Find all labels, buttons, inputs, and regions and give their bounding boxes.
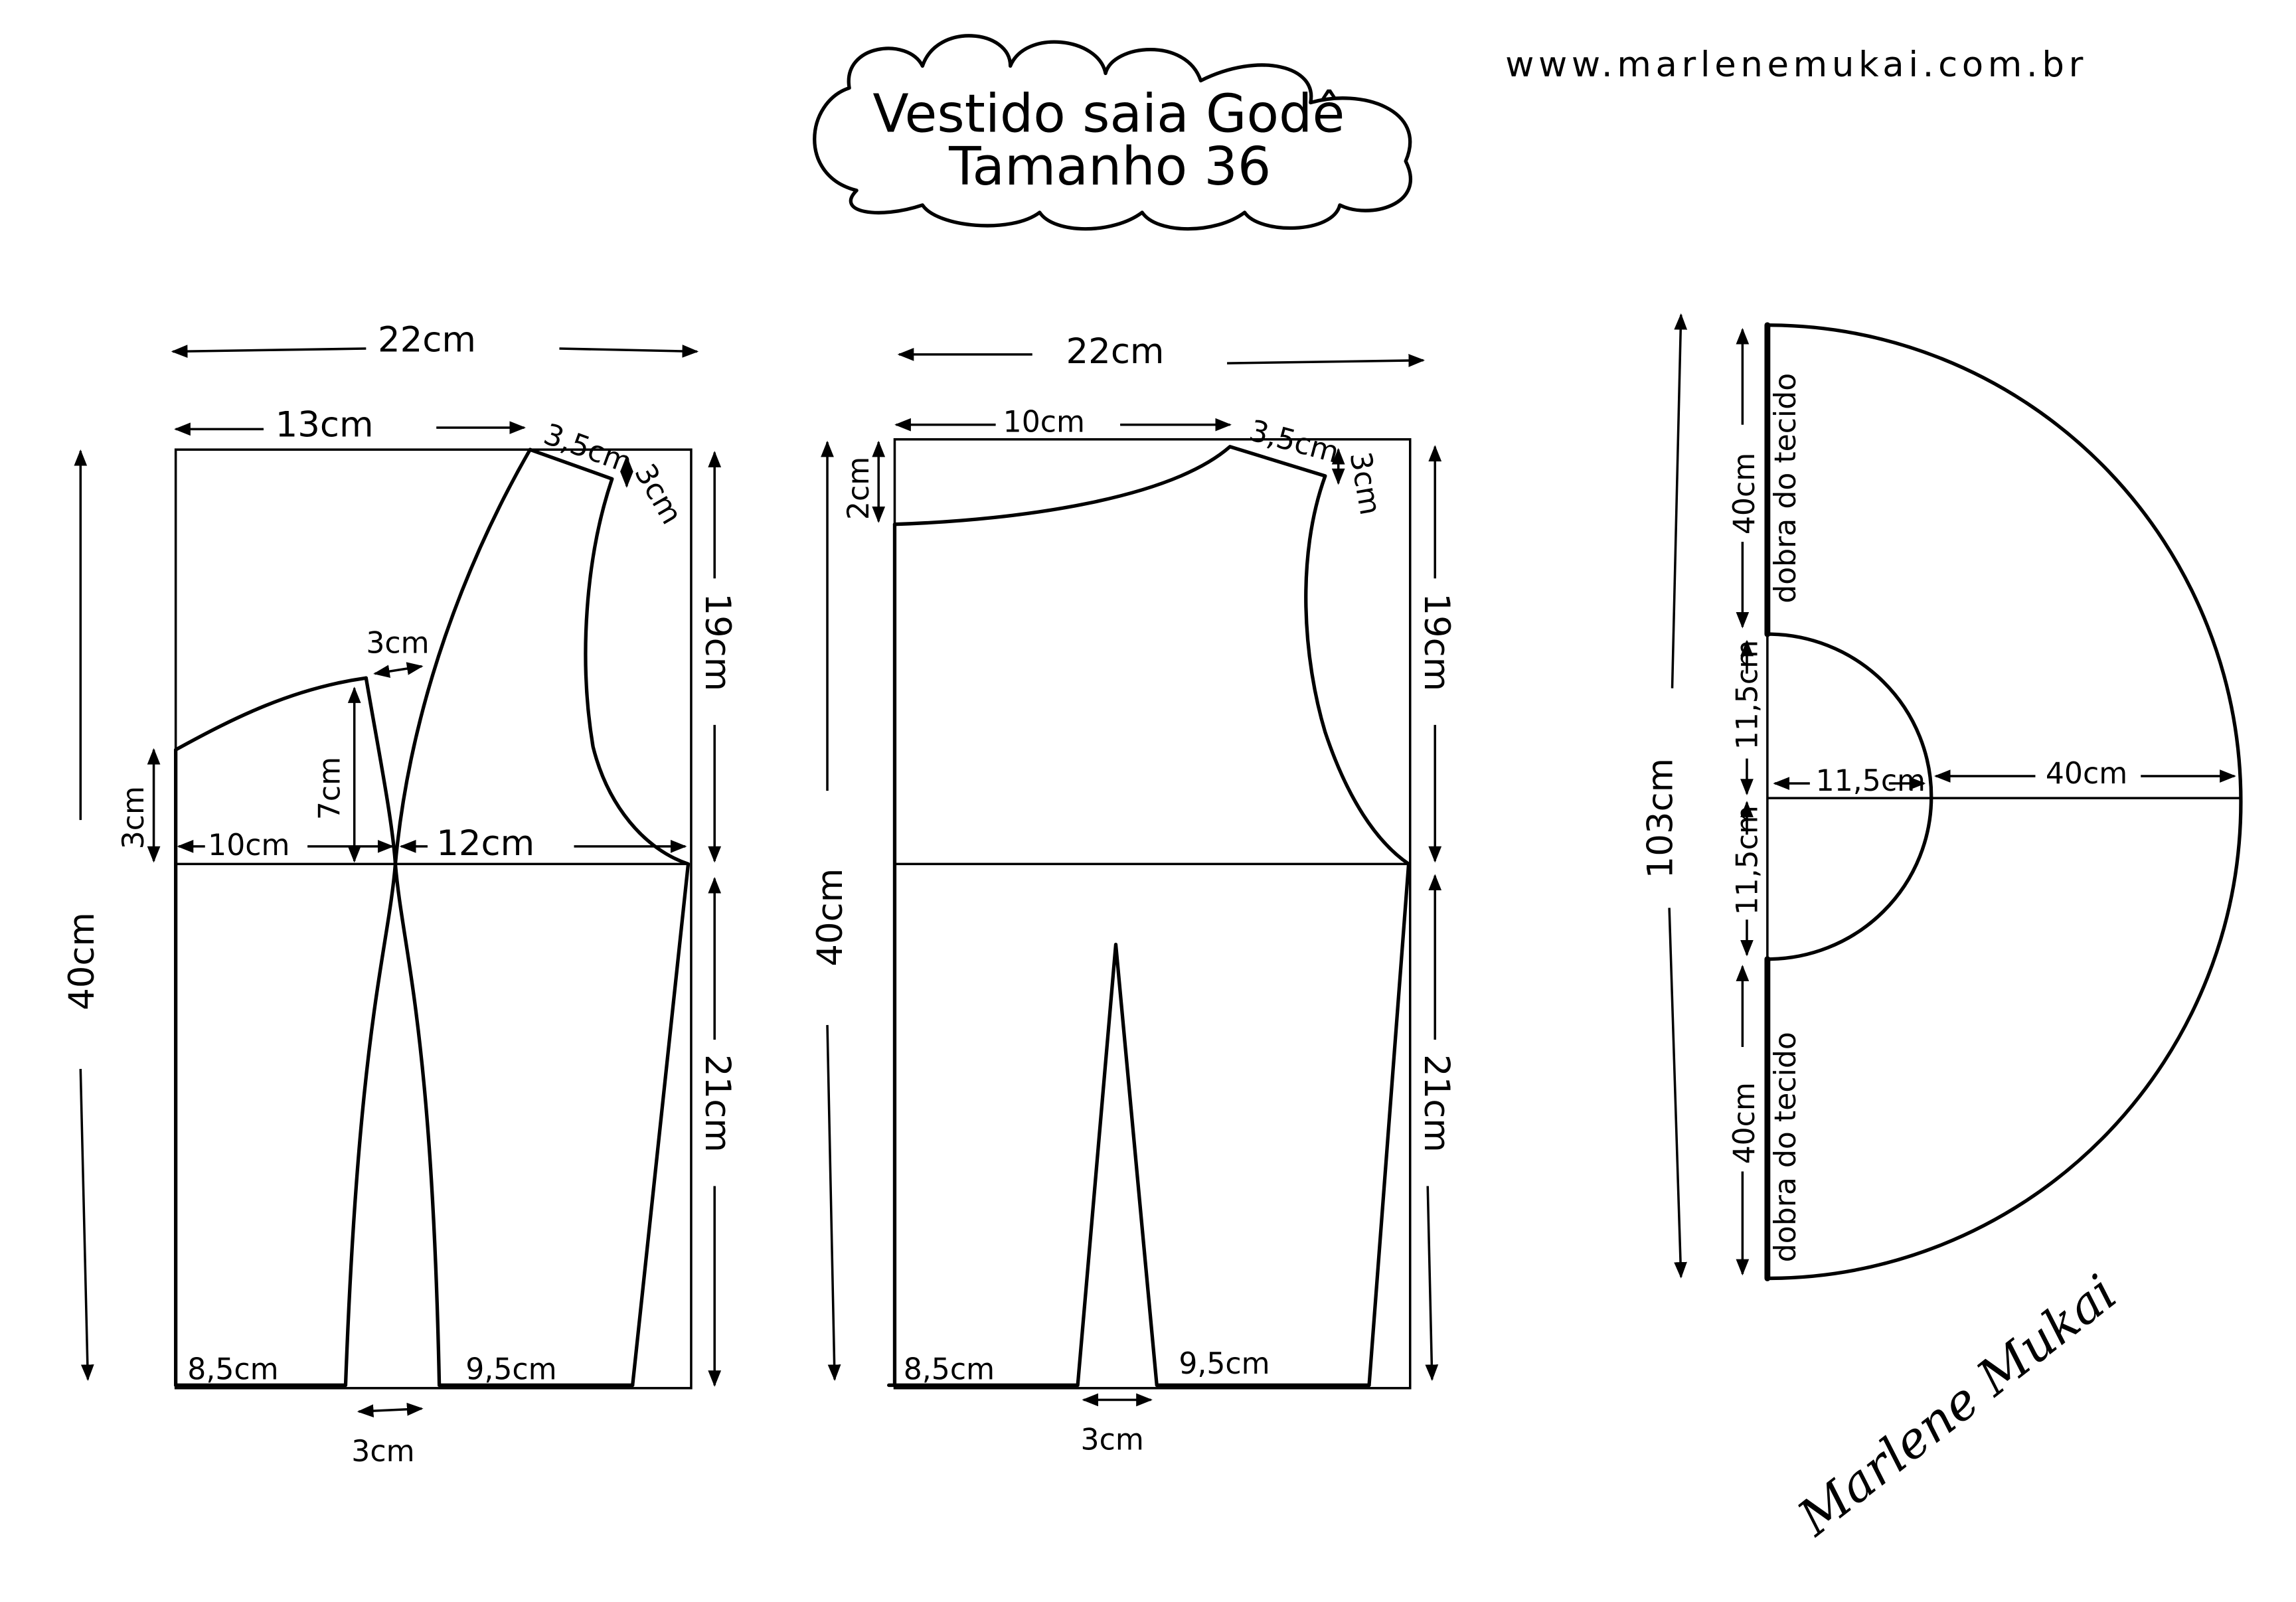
front-dart-height-label: 7cm bbox=[313, 757, 347, 820]
front-left-width-label: 10cm bbox=[208, 829, 289, 862]
skirt-waist-upper-label: 11,5cm bbox=[1730, 640, 1764, 750]
skirt-top-length-label: 40cm bbox=[1728, 453, 1762, 534]
front-neck-depth-label: 3cm bbox=[117, 786, 151, 849]
skirt-total-label: 103cm bbox=[1641, 758, 1681, 879]
back-shoulder-drop-label: 3cm bbox=[1343, 449, 1388, 518]
front-shoulder-drop-label: 3cm bbox=[627, 458, 689, 530]
circle-skirt-pattern: dobra do tecido dobra do tecido 40cm 11,… bbox=[1641, 313, 2243, 1281]
skirt-bottom-length-label: 40cm bbox=[1728, 1082, 1762, 1164]
back-bodice-pattern: 22cm 10cm 3,5cm 3cm 2cm 19cm 21cm 40cm 8… bbox=[810, 331, 1457, 1457]
front-lower-height-label: 21cm bbox=[697, 1054, 738, 1153]
front-neck-width-label: 13cm bbox=[276, 404, 374, 445]
skirt-length-label: 40cm bbox=[2046, 757, 2127, 791]
title: Vestido saia Godê bbox=[872, 83, 1345, 145]
front-bodice-pattern: 22cm 13cm 3,5cm 3cm 3cm 3cm 7cm 10cm 12c… bbox=[62, 319, 738, 1469]
back-upper-height-label: 19cm bbox=[1416, 593, 1457, 691]
skirt-fold-top-label: dobra do tecido bbox=[1769, 373, 1803, 603]
front-upper-height-label: 19cm bbox=[697, 593, 738, 691]
back-shoulder-label: 3,5cm bbox=[1246, 414, 1343, 470]
front-bottom-left-label: 8,5cm bbox=[187, 1353, 278, 1387]
back-width-label: 22cm bbox=[1066, 331, 1165, 372]
back-bottom-right-label: 9,5cm bbox=[1179, 1347, 1270, 1381]
back-total-height-label: 40cm bbox=[810, 868, 851, 967]
skirt-waist-lower-label: 11,5cm bbox=[1730, 805, 1764, 915]
back-neck-depth-label: 2cm bbox=[842, 457, 876, 520]
back-lower-height-label: 21cm bbox=[1416, 1054, 1457, 1153]
back-neck-width-label: 10cm bbox=[1003, 406, 1085, 440]
website-url: www.marlenemukai.com.br bbox=[1505, 44, 2088, 85]
skirt-waist-radius-label: 11,5cm bbox=[1816, 764, 1926, 798]
front-dart-bottom-label: 3cm bbox=[351, 1435, 414, 1469]
title-cloud: Vestido saia Godê Tamanho 36 bbox=[813, 34, 1412, 231]
front-bottom-right-label: 9,5cm bbox=[465, 1353, 556, 1387]
front-right-width-label: 12cm bbox=[436, 823, 534, 864]
skirt-fold-bottom-label: dobra do tecido bbox=[1769, 1032, 1803, 1262]
front-dart-gap-label: 3cm bbox=[366, 627, 429, 661]
front-total-height-label: 40cm bbox=[62, 912, 102, 1010]
back-bottom-left-label: 8,5cm bbox=[904, 1353, 995, 1387]
back-dart-bottom-label: 3cm bbox=[1081, 1423, 1144, 1457]
front-width-label: 22cm bbox=[378, 319, 476, 360]
size-label: Tamanho 36 bbox=[948, 135, 1271, 197]
signature: Marlene Mukai bbox=[1786, 1263, 2127, 1548]
